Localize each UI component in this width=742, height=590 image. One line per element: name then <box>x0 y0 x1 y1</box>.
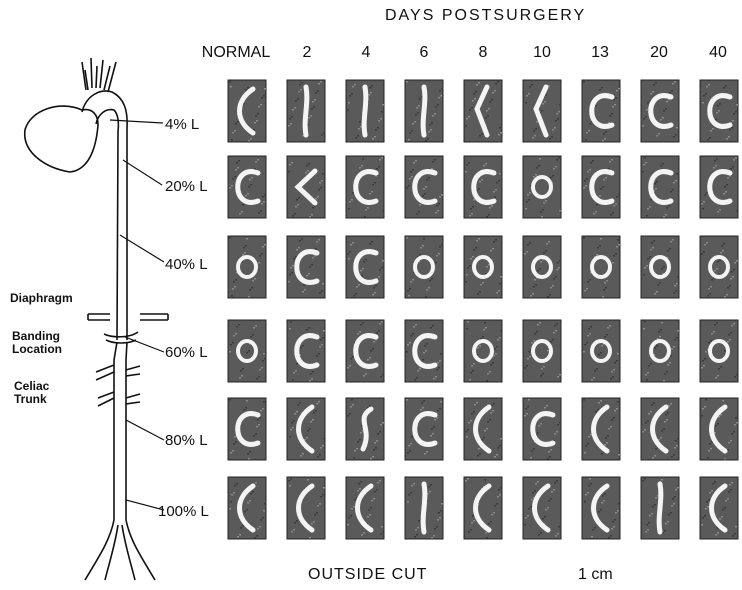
cross-section-tile <box>700 236 738 298</box>
scale-bar-label: 1 cm <box>578 566 613 584</box>
cross-section-tile <box>464 80 502 142</box>
cross-section-tile <box>582 398 620 460</box>
cross-section-tile <box>523 477 561 539</box>
cross-section-tile <box>641 80 679 142</box>
cross-section-tile <box>464 398 502 460</box>
cross-section-tile <box>228 477 266 539</box>
cross-section-tile <box>228 236 266 298</box>
cross-section-tile <box>405 320 443 382</box>
cross-section-tile <box>287 320 325 382</box>
cross-section-tile <box>287 398 325 460</box>
cross-section-tile <box>228 156 266 218</box>
cross-section-tile <box>287 477 325 539</box>
cross-section-tile <box>405 477 443 539</box>
cross-section-tile <box>228 80 266 142</box>
cross-section-tile <box>228 398 266 460</box>
cross-section-tile <box>641 398 679 460</box>
cross-section-tile <box>287 236 325 298</box>
cross-section-tile <box>582 156 620 218</box>
cross-section-tile <box>464 156 502 218</box>
cross-section-tile <box>700 477 738 539</box>
cross-section-tile <box>641 156 679 218</box>
cross-section-tile <box>582 320 620 382</box>
cross-section-tile <box>464 320 502 382</box>
cross-section-tile <box>700 398 738 460</box>
cross-section-tile <box>405 398 443 460</box>
cross-section-tile <box>464 477 502 539</box>
cross-section-tile <box>641 320 679 382</box>
cross-section-tile <box>405 80 443 142</box>
cross-section-tile <box>700 80 738 142</box>
cross-section-tile <box>346 477 384 539</box>
cross-section-tile <box>582 477 620 539</box>
cross-section-tile <box>700 320 738 382</box>
cross-section-tile <box>641 236 679 298</box>
cross-section-tile <box>464 236 502 298</box>
cross-section-tile <box>287 80 325 142</box>
cross-section-tile <box>346 398 384 460</box>
cross-section-tile <box>700 156 738 218</box>
cross-section-tile <box>641 477 679 539</box>
outside-cut-label: OUTSIDE CUT <box>308 566 427 584</box>
cross-section-tile <box>346 236 384 298</box>
cross-section-tile <box>523 156 561 218</box>
cross-section-tile <box>523 398 561 460</box>
cross-section-tile <box>582 236 620 298</box>
cross-section-tile <box>346 156 384 218</box>
cross-section-tile <box>346 80 384 142</box>
cross-section-tile <box>582 80 620 142</box>
cross-section-tile <box>346 320 384 382</box>
cross-section-tile <box>287 156 325 218</box>
cross-section-tile <box>523 320 561 382</box>
cross-section-tile <box>523 80 561 142</box>
cross-section-tile <box>523 236 561 298</box>
cross-section-tile <box>405 236 443 298</box>
cross-section-tile <box>228 320 266 382</box>
cross-section-tile <box>405 156 443 218</box>
